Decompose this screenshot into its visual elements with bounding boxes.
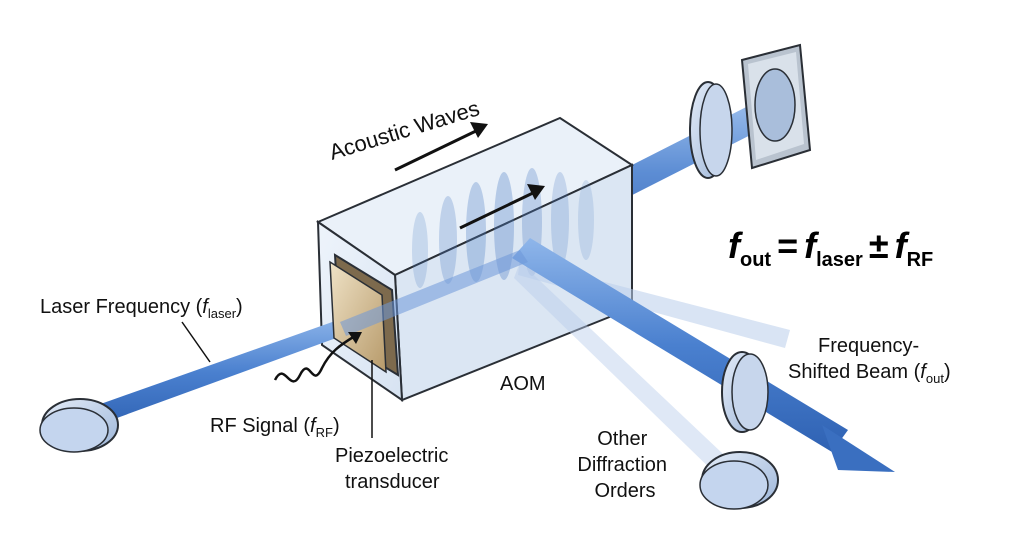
acoustic-arrow-inner [459,184,545,230]
label-frequency-shifted-beam: Frequency- Shifted Beam (fout) [788,335,951,386]
rf-signal-wire [273,332,362,383]
incoming-laser-beam [78,315,358,430]
retro-mirror [740,43,812,170]
lens-other-orders [699,451,779,510]
label-other-diffraction-orders: Other Diffraction Orders [577,428,672,502]
acoustic-arrow-outer [394,122,488,172]
label-acoustic-waves: Acoustic Waves [326,95,482,164]
lens-bottom-left [39,398,119,453]
label-laser-frequency: Laser Frequency (flaser) [40,296,243,321]
lens-top-right [689,81,733,179]
label-piezoelectric-transducer: Piezoelectric transducer [335,445,454,493]
leader-laser-frequency [181,321,211,363]
equation-fout: fout=flaser±fRF [728,225,933,271]
beam-in-crystal [340,250,528,336]
diffraction-order-beam-2 [514,262,740,480]
label-aom: AOM [500,373,546,395]
label-rf-signal: RF Signal (fRF) [210,415,340,440]
lens-shifted-beam [721,351,769,433]
